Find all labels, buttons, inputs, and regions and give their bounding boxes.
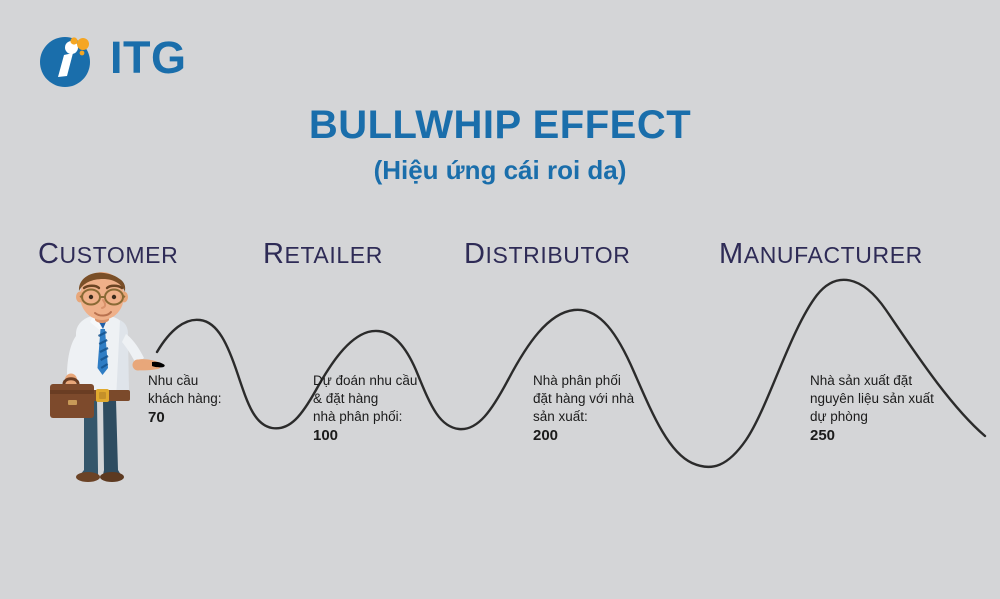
annotation-customer-demand-line1: Nhu cầu xyxy=(148,373,199,388)
stage-label-customer-rest: USTOMER xyxy=(59,242,179,268)
annotation-distributor-order-line3: sản xuất: xyxy=(533,409,588,424)
page-subtitle: (Hiệu ứng cái roi da) xyxy=(373,155,627,185)
annotation-retailer-forecast-line1: Dự đoán nhu cầu xyxy=(313,373,418,388)
stage-label-distributor-rest: ISTRIBUTOR xyxy=(485,242,631,268)
stage-label-retailer-rest: ETAILER xyxy=(284,242,383,268)
annotation-retailer-forecast-value: 100 xyxy=(313,427,339,444)
annotation-distributor-order-line2: đặt hàng với nhà xyxy=(533,391,635,406)
stage-label-manufacturer-initial: M xyxy=(719,238,744,270)
stage-label-distributor-initial: D xyxy=(464,238,486,270)
stage-label-retailer: RETAILER xyxy=(263,238,383,271)
stage-label-customer: CUSTOMER xyxy=(38,238,178,271)
annotation-distributor-order-value: 200 xyxy=(533,427,559,444)
stage-label-customer-initial: C xyxy=(38,238,60,270)
annotation-customer-demand-line2: khách hàng: xyxy=(148,391,222,406)
annotation-distributor-order-line1: Nhà phân phối xyxy=(533,373,621,388)
annotation-manufacturer-order-line2: nguyên liệu sản xuất xyxy=(810,391,934,406)
page-title: BULLWHIP EFFECT xyxy=(308,103,692,147)
annotation-manufacturer-order-line1: Nhà sản xuất đặt xyxy=(810,373,913,388)
annotation-manufacturer-order: Nhà sản xuất đặt nguyên liệu sản xuất dự… xyxy=(810,372,934,445)
itg-logo: ITG xyxy=(38,28,218,90)
annotation-retailer-forecast: Dự đoán nhu cầu & đặt hàng nhà phân phối… xyxy=(313,372,417,445)
annotation-retailer-forecast-line2: & đặt hàng xyxy=(313,391,379,406)
stage-label-manufacturer-rest: ANUFACTURER xyxy=(743,242,923,268)
stage-label-manufacturer: MANUFACTURER xyxy=(719,238,923,271)
annotation-manufacturer-order-value: 250 xyxy=(810,427,836,444)
annotation-customer-demand: Nhu cầu khách hàng: 70 xyxy=(148,372,222,427)
itg-logo-text: ITG xyxy=(110,32,187,83)
itg-circle-i-logo-icon xyxy=(38,28,100,90)
stage-label-distributor: DISTRIBUTOR xyxy=(464,238,630,271)
title-block: BULLWHIP EFFECT (Hiệu ứng cái roi da) xyxy=(0,102,1000,186)
annotation-customer-demand-value: 70 xyxy=(148,409,165,426)
annotation-retailer-forecast-line3: nhà phân phối: xyxy=(313,409,403,424)
annotation-manufacturer-order-line3: dự phòng xyxy=(810,409,868,424)
businessman-pointing-illustration xyxy=(40,272,170,487)
stage-label-retailer-initial: R xyxy=(263,238,285,270)
annotation-distributor-order: Nhà phân phối đặt hàng với nhà sản xuất:… xyxy=(533,372,634,445)
